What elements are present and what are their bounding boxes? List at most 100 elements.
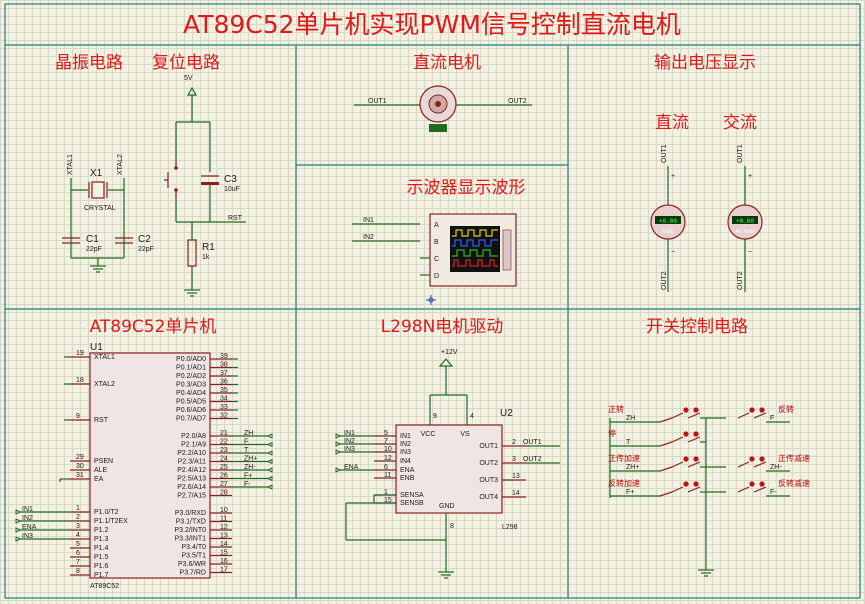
mcu-pin-name: P2.1/A9 [181, 442, 206, 449]
driver-input-net-label: IN1 [344, 430, 355, 437]
driver-pin-name: VS [460, 431, 470, 438]
driver-pin-name: ENA [400, 467, 415, 474]
switch-net-label: ZH- [770, 464, 782, 471]
xtal1-net: XTAL1 [67, 154, 74, 175]
r1-value: 1k [202, 254, 210, 261]
scope-ch-c: C [434, 256, 439, 263]
mcu-pin-name: P3.5/T1 [181, 553, 206, 560]
section-driver-title: L298N电机驱动 [381, 317, 504, 337]
mcu-pin-num: 23 [220, 447, 228, 454]
mcu-pin-name: P3.1/TXD [176, 519, 206, 526]
c1-value: 22pF [86, 246, 102, 253]
driver-pin-name: SENSB [400, 500, 424, 507]
motor-out1-net: OUT1 [368, 98, 387, 105]
driver-pin-name: IN2 [400, 441, 411, 448]
mcu-pin-num: 37 [220, 370, 228, 377]
driver-input-net-label: IN2 [344, 438, 355, 445]
mcu-pin-num: 9 [76, 413, 80, 420]
driver-output-net-label: OUT1 [523, 439, 542, 446]
section-output-title: 输出电压显示 [654, 53, 756, 73]
driver-pin-name: OUT3 [479, 477, 498, 484]
driver-pin-name: ENB [400, 475, 415, 482]
reset-circuit: 5V C3 10uF RST R1 1k [164, 75, 246, 297]
dc-meter-unit: Volts [663, 229, 674, 235]
cursor-marker [426, 295, 436, 305]
section-crystal-title: 晶振电路 [55, 53, 123, 73]
c3-value: 10uF [224, 186, 240, 193]
scope-in1-net: IN1 [363, 217, 374, 224]
mcu-pin-name: P3.4/T0 [181, 544, 206, 551]
driver-pin-name: IN1 [400, 433, 411, 440]
mcu-pin-name: P0.1/AD1 [176, 365, 206, 372]
driver-body [395, 424, 503, 514]
driver-pin-name: OUT4 [479, 494, 498, 501]
switch-net-label: ZH [626, 415, 635, 422]
driver-pin-num: 2 [512, 439, 516, 446]
mcu-pin-name: P0.2/AD2 [176, 373, 206, 380]
mcu-pin-num: 18 [76, 377, 84, 384]
mcu-pin-num: 17 [220, 567, 228, 574]
rst-net-label: RST [228, 215, 243, 222]
mcu-body [89, 352, 211, 579]
mcu-p2-net-label: F+ [244, 473, 252, 480]
mcu-pin-num: 35 [220, 387, 228, 394]
driver-pin-name: OUT2 [479, 460, 498, 467]
driver-input-net-label: ENA [344, 464, 359, 471]
mcu-pin-name: XTAL2 [94, 381, 115, 388]
ac-meter-unit: AC Volts [735, 229, 755, 235]
driver-pin-num: 15 [384, 497, 392, 504]
mcu-pin-name: P3.6/WR [178, 561, 206, 568]
mcu-pin-num: 4 [76, 532, 80, 539]
oscilloscope: IN1 IN2 A B C D [352, 213, 517, 287]
driver-gnd-pin-num: 8 [450, 523, 454, 530]
mcu-p1-net-label: IN1 [22, 506, 33, 513]
outer-frame [4, 3, 861, 599]
driver-pin-name: OUT1 [479, 443, 498, 450]
crystal-x1 [91, 181, 105, 199]
mcu-pin-name: P0.0/AD0 [176, 356, 206, 363]
mcu-pin-num: 26 [220, 473, 228, 480]
dc-label: 直流 [655, 113, 689, 133]
driver-pin-num: 4 [470, 413, 474, 420]
switch-net-label: T [626, 439, 631, 446]
driver-pin-name: IN4 [400, 458, 411, 465]
driver-pin-name: IN3 [400, 449, 411, 456]
switch-label: 正传加速 [608, 453, 640, 463]
mcu-pin-name: P0.5/AD5 [176, 399, 206, 406]
mcu-pin-name: P1.6 [94, 563, 109, 570]
section-motor-title: 直流电机 [413, 53, 481, 73]
mcu-pin-num: 5 [76, 541, 80, 548]
mcu-pin-num: 13 [220, 533, 228, 540]
mcu-pin-name: P1.4 [94, 545, 109, 552]
ac-label: 交流 [723, 113, 757, 133]
driver-pin-name: VCC [421, 431, 436, 438]
mcu-pin-num: 31 [76, 472, 84, 479]
mcu-pin-num: 8 [76, 568, 80, 575]
driver-pin-num: 5 [384, 430, 388, 437]
mcu-p1-net-label: ENA [22, 524, 37, 531]
dc-meter-top-net: OUT1 [661, 144, 668, 163]
scope-ch-b: B [434, 239, 439, 246]
x1-label: X1 [90, 168, 103, 179]
mcu-pin-name: PSEN [94, 458, 113, 465]
svg-text:+: + [748, 173, 752, 180]
mcu-pin-num: 34 [220, 396, 228, 403]
motor-out2-net: OUT2 [508, 98, 527, 105]
driver-part: L298 [502, 524, 518, 531]
driver-pin-num: 1 [384, 489, 388, 496]
ac-meter-top-net: OUT1 [737, 144, 744, 163]
mcu-pin-num: 11 [220, 516, 227, 523]
mcu-pin-name: P2.6/A14 [177, 484, 206, 491]
mcu-pin-name: P0.6/AD6 [176, 407, 206, 414]
mcu-ref: U1 [90, 342, 103, 353]
dc-meter-bottom-net: OUT2 [661, 271, 668, 290]
driver-pin-num: 13 [512, 473, 520, 480]
switch-net-label: ZH+ [626, 464, 639, 471]
mcu-pin-num: 27 [220, 481, 228, 488]
mcu-pin-name: P1.5 [94, 554, 109, 561]
mcu-pin-name: P3.7/RD [180, 570, 206, 577]
driver-pin-num: 10 [384, 446, 392, 453]
